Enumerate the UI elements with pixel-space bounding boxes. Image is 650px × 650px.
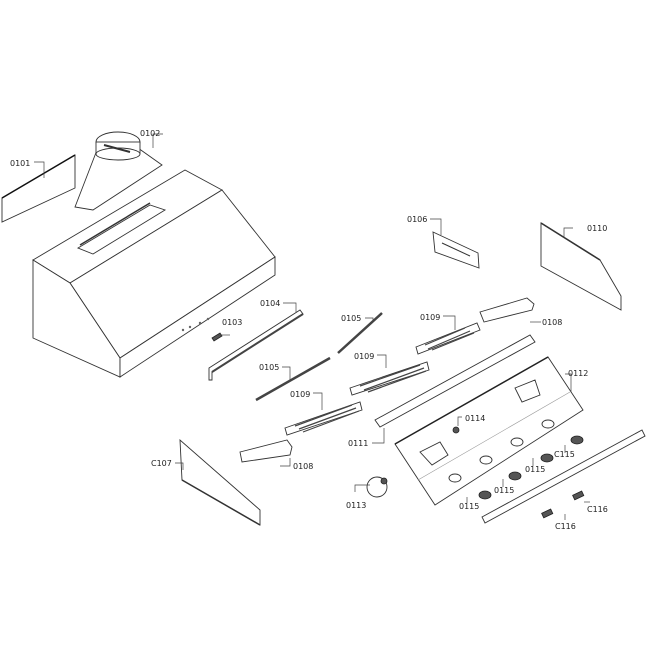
part-0115-knob-c bbox=[508, 471, 522, 481]
label-0116-a: C116 bbox=[587, 505, 608, 514]
label-0101: 0101 bbox=[10, 159, 30, 168]
label-0115-a: C115 bbox=[554, 450, 575, 459]
part-0112-control-panel bbox=[394, 356, 584, 506]
part-0105-strip-a bbox=[337, 312, 383, 354]
label-0106: 0106 bbox=[407, 215, 427, 224]
part-hood-body bbox=[32, 169, 276, 378]
part-0116-clip-a bbox=[572, 490, 585, 501]
label-0112: 0112 bbox=[568, 369, 588, 378]
part-0108-tray-a bbox=[479, 297, 535, 323]
part-0116-clip-b bbox=[541, 508, 554, 519]
label-0107: C107 bbox=[151, 459, 172, 468]
label-0109-a: 0109 bbox=[420, 313, 440, 322]
label-0105-b: 0105 bbox=[259, 363, 279, 372]
leader-lines bbox=[34, 133, 590, 520]
label-0103: 0103 bbox=[222, 318, 242, 327]
part-0105-strip-b bbox=[255, 356, 331, 402]
label-0115-b: 0115 bbox=[525, 465, 545, 474]
part-0103-button bbox=[211, 332, 223, 342]
part-0115-knob-b bbox=[540, 453, 554, 463]
part-0109-filter-a bbox=[415, 322, 481, 355]
label-0104: 0104 bbox=[260, 299, 280, 308]
label-0109-b: 0109 bbox=[354, 352, 374, 361]
part-0115-knob-d bbox=[478, 490, 492, 500]
label-0114: 0114 bbox=[465, 414, 485, 423]
label-0110: 0110 bbox=[587, 224, 607, 233]
part-0109-filter-c bbox=[284, 401, 363, 436]
label-0116-b: C116 bbox=[555, 522, 576, 531]
part-0109-filter-b bbox=[349, 361, 430, 396]
part-0108-tray-b bbox=[239, 439, 293, 463]
label-0109-c: 0109 bbox=[290, 390, 310, 399]
part-0114-grommet bbox=[452, 426, 460, 434]
label-0111: 0111 bbox=[348, 439, 368, 448]
part-0111-rail bbox=[374, 334, 536, 428]
label-0115-c: 0115 bbox=[494, 486, 514, 495]
label-0115-d: 0115 bbox=[459, 502, 479, 511]
label-0113: 0113 bbox=[346, 501, 366, 510]
part-trim-strip bbox=[481, 429, 646, 524]
label-0108-b: 0108 bbox=[293, 462, 313, 471]
label-0108-a: 0108 bbox=[542, 318, 562, 327]
label-0105-a: 0105 bbox=[341, 314, 361, 323]
part-0110-side-panel bbox=[540, 222, 622, 311]
label-0102: 0102 bbox=[140, 129, 160, 138]
part-0115-knob-a bbox=[570, 435, 584, 445]
part-0102-duct-collar bbox=[74, 131, 163, 211]
